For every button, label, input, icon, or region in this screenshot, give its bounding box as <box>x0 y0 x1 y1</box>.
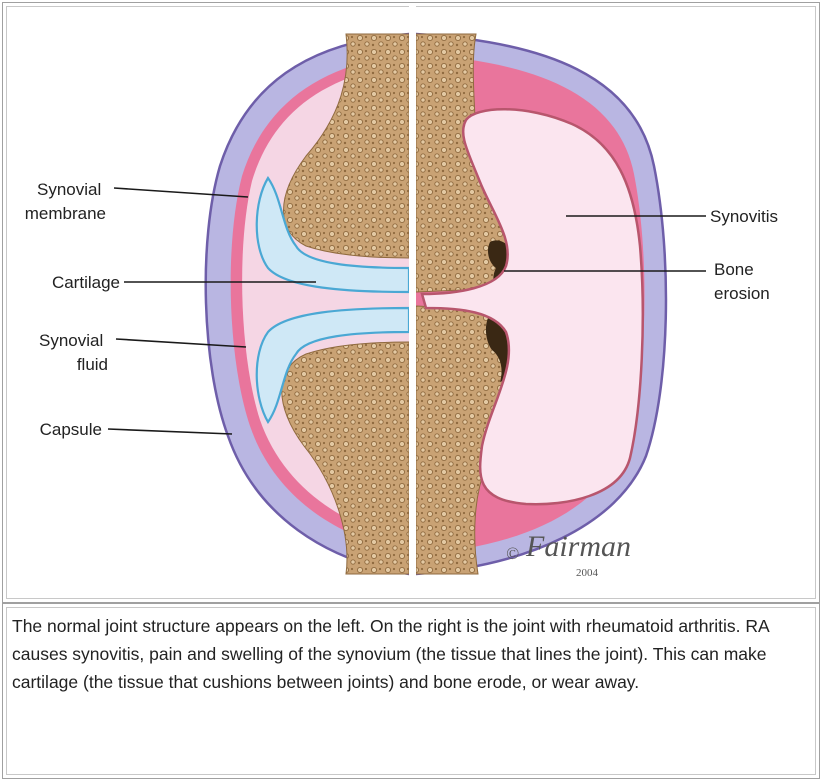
label-synovitis: Synovitis <box>710 207 778 226</box>
label-synovial-membrane: Synovial membrane <box>25 180 106 223</box>
arthritic-joint <box>416 34 666 574</box>
label-synovial-fluid: Synovial fluid <box>39 331 108 374</box>
signature-year: 2004 <box>576 567 599 579</box>
normal-joint <box>206 34 409 574</box>
leader-capsule <box>108 429 232 434</box>
figure-caption: The normal joint structure appears on th… <box>12 612 804 696</box>
copyright-symbol: © <box>506 544 519 563</box>
center-gap <box>409 6 416 598</box>
signature-name: Fairman <box>525 530 631 563</box>
label-bone-erosion: Bone erosion <box>714 260 770 303</box>
joint-diagram: Synovial membrane Cartilage Synovial flu… <box>6 6 815 598</box>
label-cartilage: Cartilage <box>52 273 120 292</box>
label-capsule: Capsule <box>40 420 102 439</box>
